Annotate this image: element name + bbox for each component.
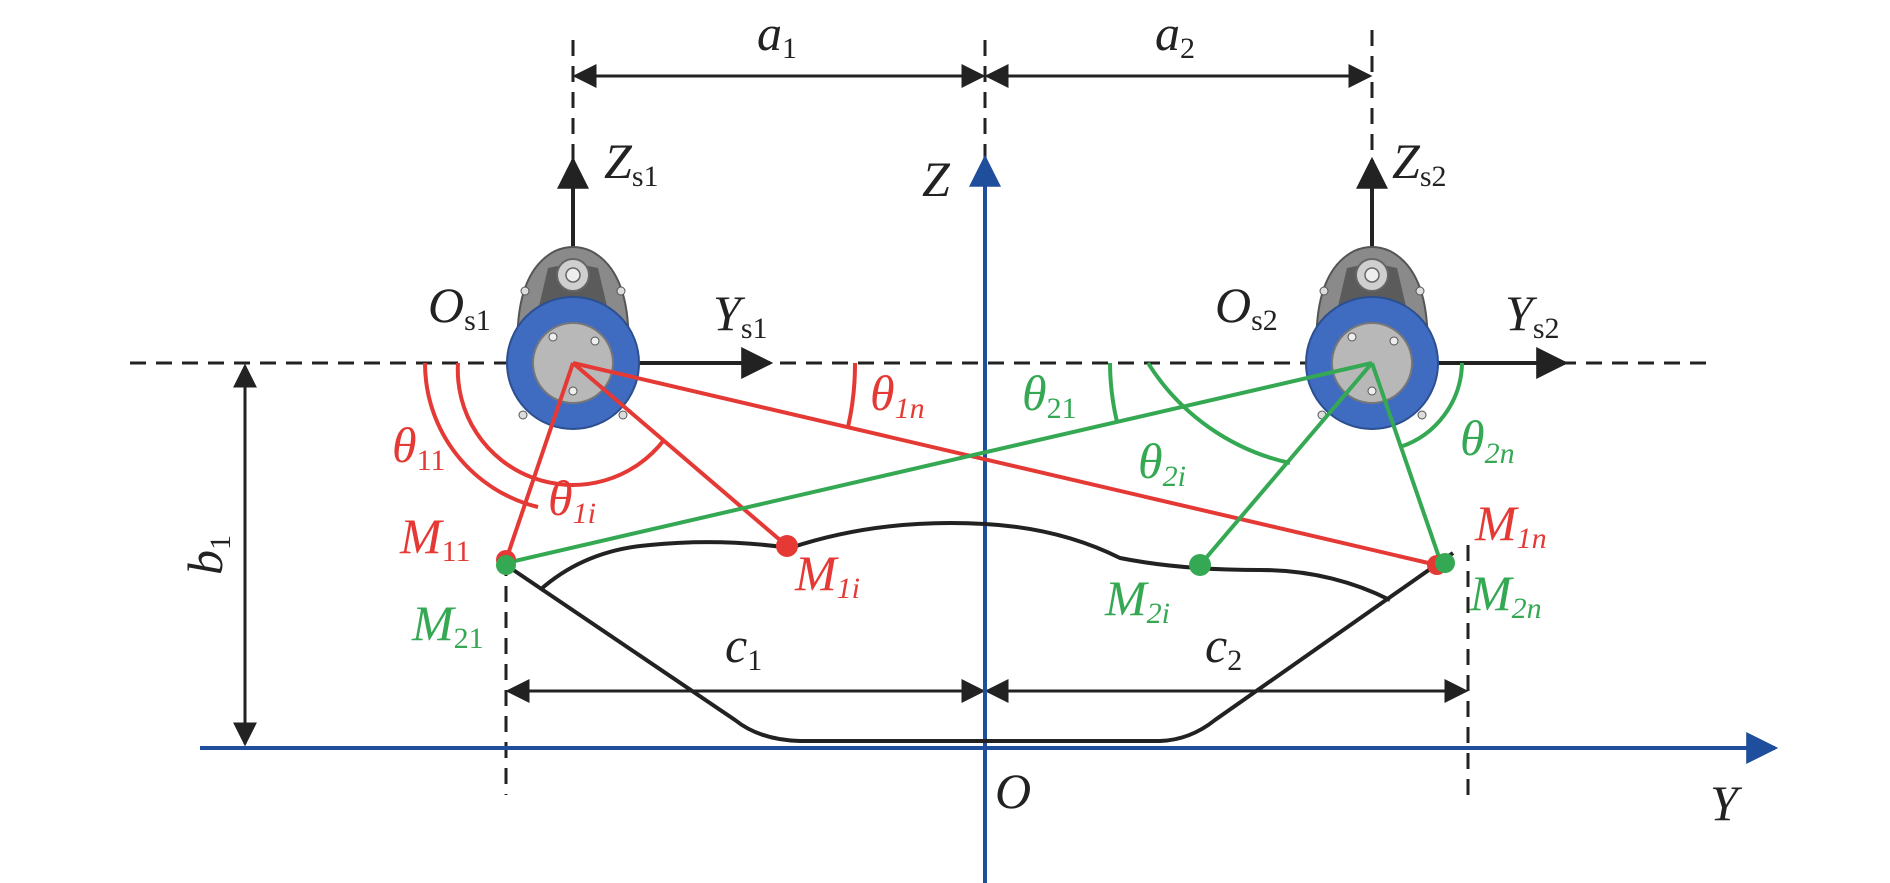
arc-theta1i (455, 362, 666, 487)
label-theta2n: θ2n (1460, 410, 1515, 470)
label-global-y: Y (1710, 775, 1743, 831)
arc-theta11 (422, 362, 539, 509)
ray-sensor2-m2n (1370, 362, 1443, 564)
label-b1: b1 (177, 535, 237, 575)
label-global-z: Z (922, 151, 951, 207)
ray-sensor1-m1n (572, 361, 1438, 567)
label-os1: Os1 (428, 277, 491, 337)
arc-theta1n (846, 362, 858, 428)
label-os2: Os2 (1215, 277, 1278, 337)
ray-sensor1-m11 (504, 362, 575, 561)
arc-theta21 (1108, 362, 1119, 423)
label-m2i: M2i (1104, 570, 1170, 630)
point-m2i (1189, 554, 1211, 576)
sensor-1-icon (506, 246, 640, 430)
label-theta2i: θ2i (1138, 433, 1186, 493)
label-zs2: Zs2 (1392, 133, 1447, 193)
label-ys1: Ys1 (713, 285, 768, 345)
label-m21: M21 (411, 595, 484, 655)
label-c1: c1 (725, 617, 762, 677)
label-m1n: M1n (1474, 495, 1547, 555)
ray-sensor2-m21 (505, 361, 1373, 565)
sensor-2-icon (1305, 246, 1439, 430)
ray-sensor1-m1i (571, 361, 789, 548)
label-m1i: M1i (794, 545, 860, 605)
arc-theta2i (1146, 361, 1291, 465)
point-m21 (496, 555, 516, 575)
label-theta21: θ21 (1022, 365, 1077, 425)
rail-head-top (538, 521, 1391, 602)
label-theta1n: θ1n (870, 365, 925, 425)
point-m2n (1435, 553, 1455, 573)
label-theta11: θ11 (392, 417, 445, 477)
label-zs1: Zs1 (604, 133, 659, 193)
label-c2: c2 (1205, 617, 1242, 677)
label-theta1i: θ1i (548, 470, 596, 530)
label-m11: M11 (399, 508, 471, 568)
label-a2: a2 (1155, 5, 1195, 65)
label-origin: O (995, 763, 1031, 819)
label-ys2: Ys2 (1505, 285, 1560, 345)
rail-profile (504, 551, 1455, 743)
arc-theta2n (1399, 362, 1464, 449)
label-a1: a1 (757, 5, 797, 65)
point-m1i (776, 535, 798, 557)
label-m2n: M2n (1469, 565, 1542, 625)
